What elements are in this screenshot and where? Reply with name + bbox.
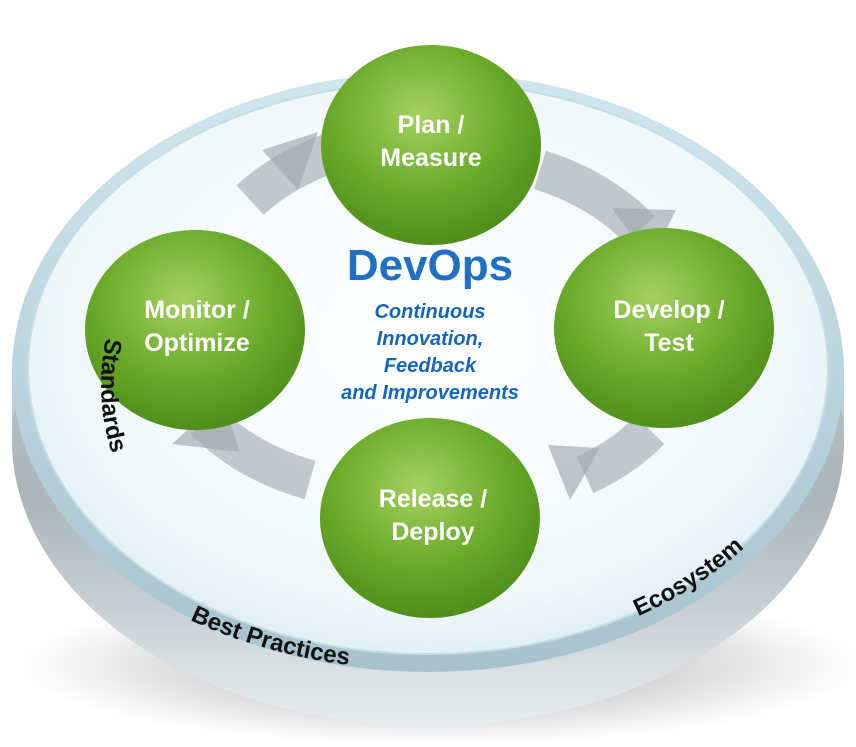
node-plan: Plan / Measure	[321, 45, 541, 245]
node-release-line1: Release /	[379, 485, 487, 513]
node-release: Release / Deploy	[320, 418, 540, 618]
node-develop-line1: Develop /	[613, 296, 724, 324]
node-develop-line2: Test	[644, 329, 694, 357]
node-plan-line1: Plan /	[398, 111, 465, 139]
node-monitor-line1: Monitor /	[144, 296, 250, 324]
node-develop: Develop / Test	[554, 228, 774, 428]
node-monitor-line2: Optimize	[144, 329, 250, 357]
node-release-line2: Deploy	[391, 518, 474, 546]
arrowhead-release	[548, 445, 600, 500]
arrow-to-release	[576, 415, 665, 494]
center-subtitle-line3: Feedback	[384, 355, 477, 377]
center-subtitle-line1: Continuous	[374, 301, 485, 323]
node-monitor: Monitor / Optimize	[85, 230, 305, 430]
center-title: DevOps	[347, 241, 513, 290]
arrowhead-plan	[262, 132, 318, 190]
center-subtitle-line4: and Improvements	[341, 382, 519, 404]
center-subtitle: Continuous Innovation, Feedback and Impr…	[341, 301, 519, 404]
node-plan-line2: Measure	[380, 144, 482, 172]
center-subtitle-line2: Innovation,	[377, 328, 484, 350]
